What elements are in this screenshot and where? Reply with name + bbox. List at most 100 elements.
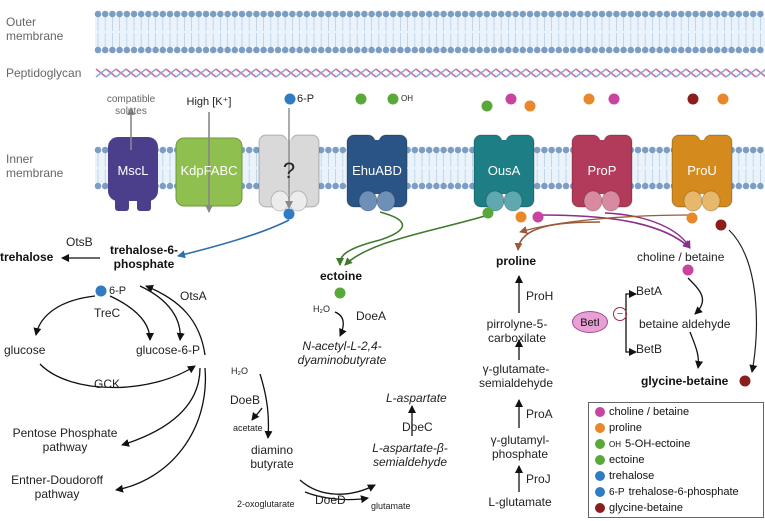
doea-label: DoeA <box>356 309 387 323</box>
pathway-arrows <box>33 211 758 504</box>
legend-item: OH 5-OH-ectoine <box>595 438 690 450</box>
beta-label: BetA <box>636 284 663 298</box>
legend-label: 5-OH-ectoine <box>625 438 691 450</box>
ousa-label: OusA <box>487 163 521 178</box>
route-ousa-to-choline <box>539 214 691 249</box>
outer-membrane-bilayer <box>94 10 765 54</box>
legend-dot <box>595 423 605 433</box>
legend-tag: OH <box>609 439 621 449</box>
proline-label: proline <box>496 254 537 268</box>
otsa-arrow <box>145 284 206 356</box>
legend-label: ectoine <box>609 454 645 466</box>
beti-betb-line <box>625 322 637 356</box>
otsa-return-arrow <box>139 285 185 341</box>
prou-transporter <box>671 134 733 212</box>
route-unknown-to-t6p <box>177 219 290 259</box>
legend-label: choline / betaine <box>609 406 690 418</box>
trec-to-g6p-arrow <box>109 295 154 341</box>
legend-item: ectoine <box>595 454 644 466</box>
trec-to-glucose-arrow <box>33 295 96 336</box>
beti-beta-line <box>625 290 637 322</box>
trehalose-label: trehalose <box>0 250 54 264</box>
gck-arrow <box>39 363 196 389</box>
legend-item: choline / betaine <box>595 406 689 418</box>
doed-arrow <box>299 479 376 495</box>
glucose-6-p-label: glucose-6-P <box>136 343 201 357</box>
glycine-betaine-label: glycine-betaine <box>641 374 729 388</box>
prop-label: ProP <box>587 163 617 178</box>
glutamate-label: glutamate <box>371 501 411 511</box>
betaine-aldehyde-label: betaine aldehyde <box>639 317 731 331</box>
ousa-ectoine-dot-top <box>481 100 493 112</box>
route-ousa-to-ectoine <box>344 214 489 266</box>
six-p-top-label: 6-P <box>297 93 315 105</box>
compatible-solutes-label: compatible solutes <box>106 94 156 117</box>
trehalose-6-phosphate-label: trehalose-6- phosphate <box>109 243 179 271</box>
p5c-label: pirrolyne-5- carboxilate <box>486 317 548 345</box>
oh-top-label: OH <box>401 94 413 103</box>
prop-choline-dot-top <box>608 93 620 105</box>
t6p-dot-top <box>284 93 296 105</box>
doec-label: DoeC <box>402 420 433 434</box>
molecule-dots <box>95 93 751 387</box>
ectoine-dot-top <box>355 93 367 105</box>
route-prop-to-proline <box>514 221 601 251</box>
legend-label: trehalose-6-phosphate <box>628 486 739 498</box>
ousa-transporter <box>473 134 535 212</box>
beti-inhibition-sign: − <box>613 307 627 321</box>
high-k-label: High [K⁺] <box>186 96 232 108</box>
legend-label: proline <box>609 422 643 434</box>
legend-item: glycine-betaine <box>595 502 683 514</box>
legend-label: trehalose <box>609 470 655 482</box>
t6p-dot-inside <box>283 208 295 220</box>
prop-proline-dot-top <box>583 93 595 105</box>
route-prou-to-gb <box>728 229 758 373</box>
g6p-to-ppp-arrow <box>121 367 201 447</box>
legend-tag: 6-P <box>609 486 625 498</box>
prou-label: ProU <box>687 163 717 178</box>
legend-label: glycine-betaine <box>609 502 683 514</box>
ousa-choline-dot-top <box>505 93 517 105</box>
prou-proline-dot-top <box>717 93 729 105</box>
oh-ectoine-dot-top <box>387 93 399 105</box>
kdp-transporter <box>175 112 243 213</box>
gamma-glutamyl-phosphate-label: γ-glutamyl- phosphate <box>490 433 550 461</box>
outer-membrane-label: Outer membrane <box>6 15 64 44</box>
ectoine-label: ectoine <box>320 269 363 283</box>
prop-transporter <box>571 134 633 212</box>
oxoglutarate-label: 2-oxoglutarate <box>237 499 295 509</box>
t6p-dot-trec <box>95 285 107 297</box>
route-ehu-to-ectoine <box>336 211 404 266</box>
inner-membrane-label: Inner membrane <box>6 152 64 181</box>
legend-dot <box>595 439 605 449</box>
l-glutamate-label: L-glutamate <box>488 495 552 509</box>
doeb-arrow <box>259 373 273 439</box>
g6p-to-ed-arrow <box>115 367 207 493</box>
gb-dot-cytoplasm <box>739 375 751 387</box>
doed-glutamate-arrow <box>304 491 369 504</box>
ousa-ectoine-dot-inside <box>482 207 494 219</box>
n-acetyl-label: N-acetyl-L-2,4- dyaminobutyrate <box>297 339 387 367</box>
doeb-label: DoeB <box>230 393 261 407</box>
ehu-transporter <box>346 134 408 212</box>
otsa-label: OtsA <box>180 289 207 303</box>
legend-dot <box>595 503 605 513</box>
diamino-butyrate-label: diamino butyrate <box>250 443 294 471</box>
aspartate-semialdehyde-label: L-aspartate-β- semialdehyde <box>372 441 448 469</box>
choline-betaine-label: choline / betaine <box>637 250 725 264</box>
legend-dot <box>595 455 605 465</box>
acetate-out-arrow <box>251 407 263 421</box>
betb-label: BetB <box>636 342 663 356</box>
h2o-doea-label: H₂O <box>313 304 330 314</box>
proa-label: ProA <box>526 407 553 421</box>
mscl-channel <box>108 107 158 211</box>
kdp-label: KdpFABC <box>180 163 238 178</box>
transporter-shapes <box>108 107 733 213</box>
prou-proline-dot-inside <box>686 212 698 224</box>
h2o-doeb-label: H₂O <box>231 366 248 376</box>
legend-dot <box>595 487 605 497</box>
peptidoglycan-layer <box>95 68 765 78</box>
ousa-choline-dot-inside <box>532 211 544 223</box>
trec-label: TreC <box>94 306 121 320</box>
